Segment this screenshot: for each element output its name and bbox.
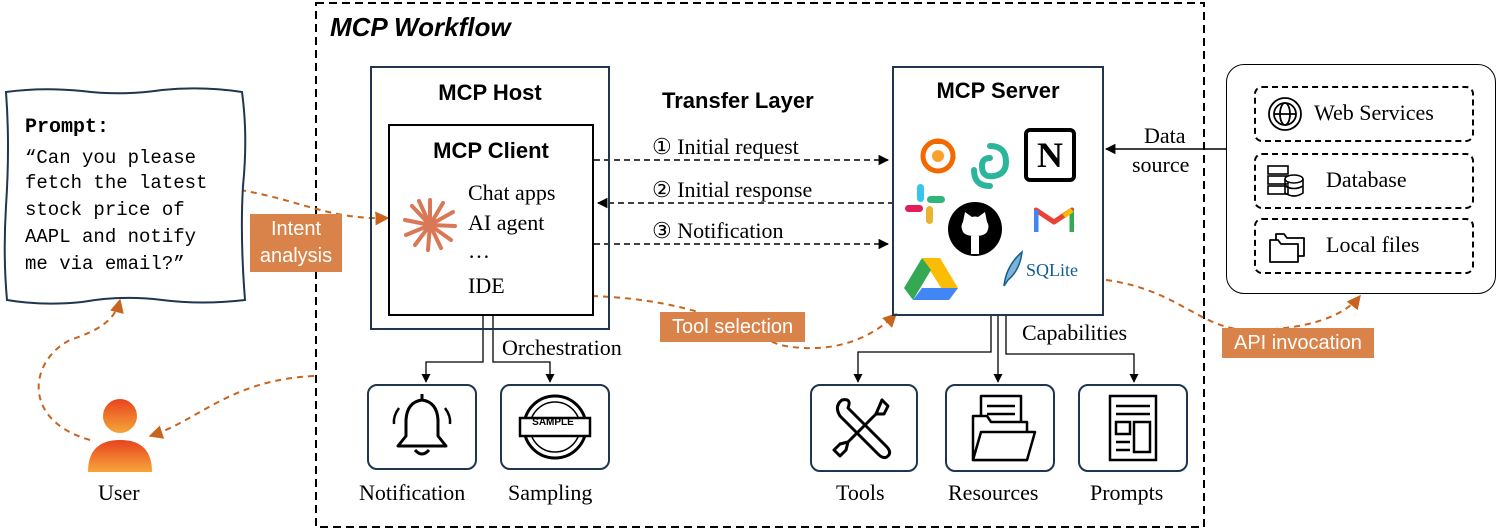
intent-analysis-tag: Intent analysis: [250, 214, 342, 272]
grafana-icon: [920, 138, 956, 174]
mcp-client-title: MCP Client: [433, 138, 549, 163]
mcp-host-title: MCP Host: [438, 80, 542, 105]
database-icon: [1267, 165, 1304, 197]
sample-stamp-text: SAMPLE: [532, 417, 574, 428]
api-invocation-tag: API invocation: [1222, 328, 1374, 358]
sampling-box: [500, 384, 610, 470]
intent-analysis-line: Intent: [270, 218, 322, 240]
notion-icon: N: [1024, 128, 1076, 182]
sample-stamp-icon: [518, 394, 592, 460]
prompt-line: AAPL and notify: [25, 226, 197, 248]
resources-label: Resources: [948, 480, 1039, 505]
transfer-message: ② Initial response: [652, 177, 813, 202]
data-source-label: Data: [1144, 123, 1186, 148]
web-services-label: Web Services: [1314, 100, 1434, 125]
host-item: …: [468, 238, 490, 263]
sqlite-label: SQLite: [1026, 260, 1078, 280]
database-label: Database: [1326, 167, 1407, 192]
server-to-prompts-connector: [1005, 316, 1139, 383]
prompt-line: “Can you please: [25, 147, 197, 169]
web-services-item: Web Services: [1254, 86, 1474, 142]
host-item: IDE: [468, 273, 505, 298]
local-files-item: Local files: [1254, 218, 1474, 274]
prompt-to-client-arrow: [239, 189, 390, 226]
prompt-line: stock price of: [25, 199, 185, 221]
mcp-server-box: [892, 66, 1104, 316]
workflow-title: MCP Workflow: [330, 12, 511, 42]
google-drive-icon: [904, 258, 958, 300]
server-to-tools-connector: [853, 316, 992, 383]
local-files-label: Local files: [1326, 232, 1420, 257]
prompt-line: fetch the latest: [25, 172, 208, 194]
user-label: User: [98, 480, 140, 505]
tools-box: [810, 384, 918, 472]
data-source-label: source: [1132, 152, 1190, 177]
prompt-card-frame: [3, 87, 247, 305]
globe-icon: [1268, 97, 1302, 131]
capabilities-label: Capabilities: [1022, 320, 1128, 345]
orchestration-label: Orchestration: [502, 335, 622, 360]
tool-selection-tag: Tool selection: [660, 312, 806, 342]
bell-icon: [392, 394, 452, 456]
sampling-label: Sampling: [508, 480, 593, 505]
transfer-message: ③ Notification: [652, 218, 784, 243]
wrench-screwdriver-icon: [832, 398, 892, 460]
mcp-server-title: MCP Server: [936, 78, 1060, 103]
ai-starburst-icon: [403, 198, 457, 252]
folders-icon: [1269, 233, 1305, 263]
github-icon: [948, 202, 1002, 256]
notion-letter: N: [1037, 135, 1063, 175]
mcp-client-box: [388, 124, 594, 316]
resources-box: [945, 384, 1055, 472]
gmail-icon: [1034, 207, 1074, 232]
host-item: Chat apps: [468, 180, 556, 205]
host-item: AI agent: [468, 210, 545, 235]
prompts-box: [1078, 384, 1188, 472]
host-to-notification-connector: [421, 316, 484, 383]
host-to-sampling-connector: [492, 316, 555, 383]
user-to-prompt-arrow: [37, 298, 124, 441]
transfer-layer-title: Transfer Layer: [662, 88, 814, 113]
intent-analysis-line: analysis: [259, 245, 333, 267]
swirl-logo-icon: [971, 143, 1010, 189]
host-to-user-arrow: [148, 375, 315, 439]
prompts-label: Prompts: [1090, 480, 1164, 505]
folder-documents-icon: [971, 394, 1037, 462]
tools-label: Tools: [836, 480, 885, 505]
notification-label: Notification: [359, 480, 466, 505]
prompt-heading: Prompt:: [25, 116, 110, 139]
sqlite-feather-icon: [1003, 250, 1023, 287]
prompt-template-icon: [1108, 394, 1158, 462]
tool-selection-arrow: [591, 295, 897, 350]
transfer-message: ① Initial request: [652, 134, 799, 159]
slack-icon: [905, 184, 945, 224]
prompt-line: me via email?”: [25, 253, 185, 275]
user-icon: [88, 399, 152, 472]
api-invocation-arrow: [1105, 279, 1361, 332]
mcp-host-box: [370, 66, 610, 330]
notification-box: [367, 384, 477, 470]
database-item: Database: [1254, 153, 1474, 209]
